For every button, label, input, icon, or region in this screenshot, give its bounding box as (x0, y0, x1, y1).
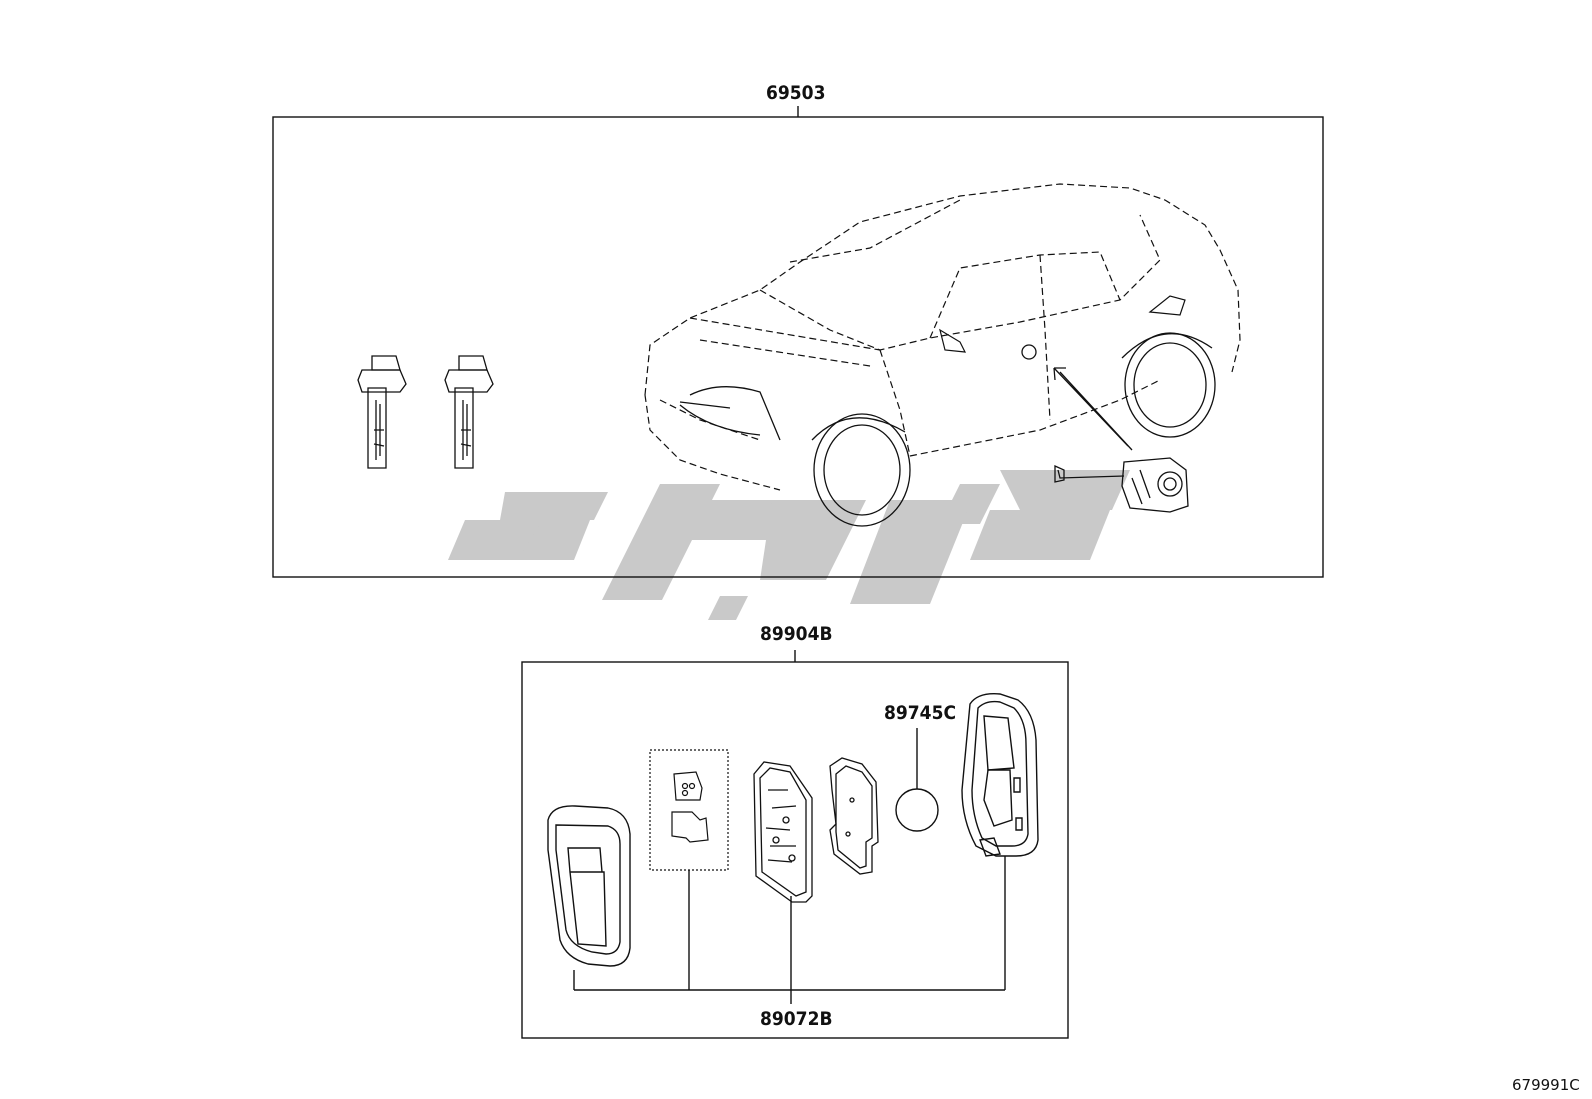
kit-box (272, 106, 1324, 578)
circuit-board-icon (753, 761, 813, 903)
transmitter-box (521, 650, 1069, 1039)
inner-case-icon (829, 757, 879, 875)
key-blade-icon (357, 355, 494, 469)
kit-part-label: 69503 (766, 82, 826, 104)
key-assy-part-label: 89072B (760, 1008, 833, 1030)
battery-part-label: 89745C (884, 702, 957, 724)
lock-pointer-arrow (1021, 344, 1133, 451)
car-wheel-icon (679, 332, 1216, 527)
door-lock-cylinder-icon (1054, 457, 1189, 513)
key-assy-bracket (573, 856, 1006, 1004)
figure-code: 679991C (1512, 1076, 1580, 1094)
smart-key-case-icon (547, 805, 631, 967)
button-set-box (649, 749, 729, 871)
car-outline-icon (644, 183, 1241, 491)
watermark-logo (448, 470, 1130, 620)
coin-battery-icon (895, 728, 939, 832)
back-case-icon (961, 693, 1039, 857)
transmitter-part-label: 89904B (760, 623, 833, 645)
